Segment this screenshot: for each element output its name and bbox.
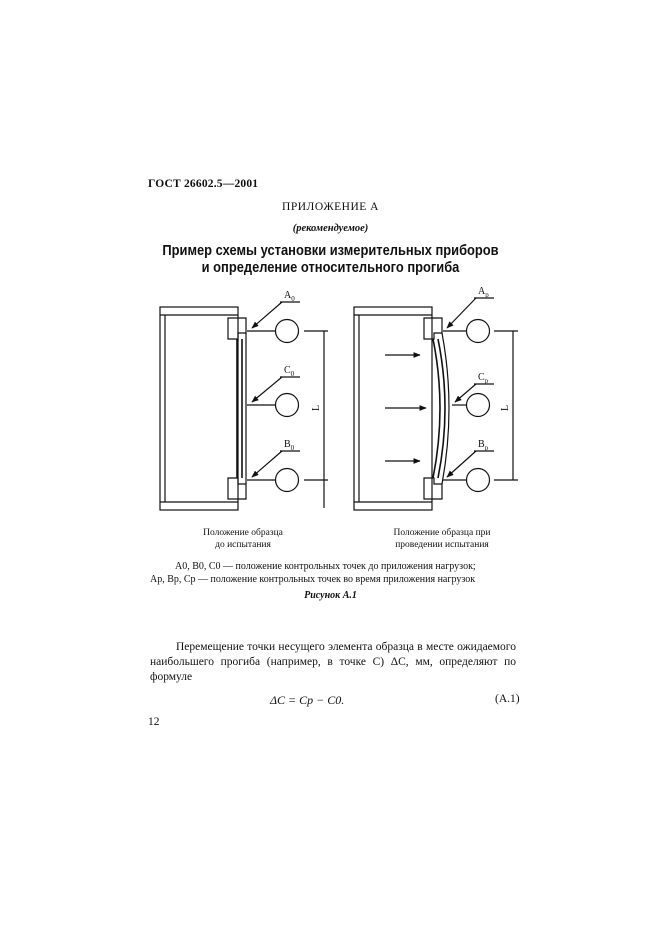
- section-title: Пример схемы установки измерительных при…: [46, 242, 614, 276]
- support-bracket-bottom-left: [227, 477, 247, 500]
- legend-line-2: Ap, Bp, Cp — положение контрольных точек…: [150, 574, 476, 585]
- support-bracket-bottom-right: [423, 477, 443, 500]
- caption-before-test: Положение образца до испытания: [178, 527, 308, 551]
- measurement-diagram: A0 C0 B0 L Ap: [159, 286, 518, 511]
- formula-number: (А.1): [495, 693, 520, 705]
- dimension-label-right: L: [500, 405, 511, 411]
- label-cp: Cp: [478, 372, 489, 385]
- page-number: 12: [148, 716, 160, 728]
- dial-gauge-a0: [274, 318, 300, 344]
- dial-gauge-ap: [465, 318, 491, 344]
- specimen-frame-left: [159, 306, 239, 511]
- label-b0: B0: [284, 439, 295, 452]
- dial-gauge-bp: [465, 467, 491, 493]
- diagram-before-labels: A0 C0 B0 L: [284, 290, 322, 452]
- dimension-label-left: L: [311, 405, 322, 411]
- figure-label: Рисунок А.1: [304, 590, 357, 601]
- label-c0: C0: [284, 365, 295, 378]
- body-paragraph: Перемещение точки несущего элемента обра…: [150, 641, 516, 683]
- appendix-status: (рекомендуемое): [292, 223, 369, 234]
- support-bracket-top-right: [423, 317, 443, 340]
- label-a0: A0: [284, 290, 295, 303]
- section-title-line-2: и определение относительного прогиба: [201, 259, 460, 276]
- support-bracket-top-left: [227, 317, 247, 340]
- caption-during-test: Положение образца при проведении испытан…: [368, 527, 516, 551]
- formula: ΔC = Cp − C0.: [270, 693, 345, 707]
- legend-line-1: A0, B0, C0 — положение контрольных точек…: [175, 561, 476, 572]
- dial-gauge-cp: [465, 392, 491, 418]
- appendix-title: ПРИЛОЖЕНИЕ А: [282, 201, 379, 213]
- label-bp: Bp: [478, 439, 489, 452]
- section-title-line-1: Пример схемы установки измерительных при…: [162, 242, 499, 259]
- caption-during-line-1: Положение образца при: [393, 528, 491, 538]
- specimen-frame-right: [353, 306, 433, 511]
- caption-during-line-2: проведении испытания: [395, 540, 489, 550]
- caption-before-line-2: до испытания: [215, 540, 271, 550]
- dial-gauge-c0: [274, 392, 300, 418]
- dial-gauge-b0: [274, 467, 300, 493]
- figure-legend: A0, B0, C0 — положение контрольных точек…: [150, 560, 530, 586]
- label-ap: Ap: [478, 286, 489, 299]
- diagram-before-test: [159, 301, 328, 511]
- caption-before-line-1: Положение образца: [203, 528, 283, 538]
- diagram-during-labels: Ap Cp Bp L: [478, 286, 511, 452]
- document-id: ГОСТ 26602.5—2001: [148, 178, 259, 190]
- diagram-during-test: [353, 297, 518, 511]
